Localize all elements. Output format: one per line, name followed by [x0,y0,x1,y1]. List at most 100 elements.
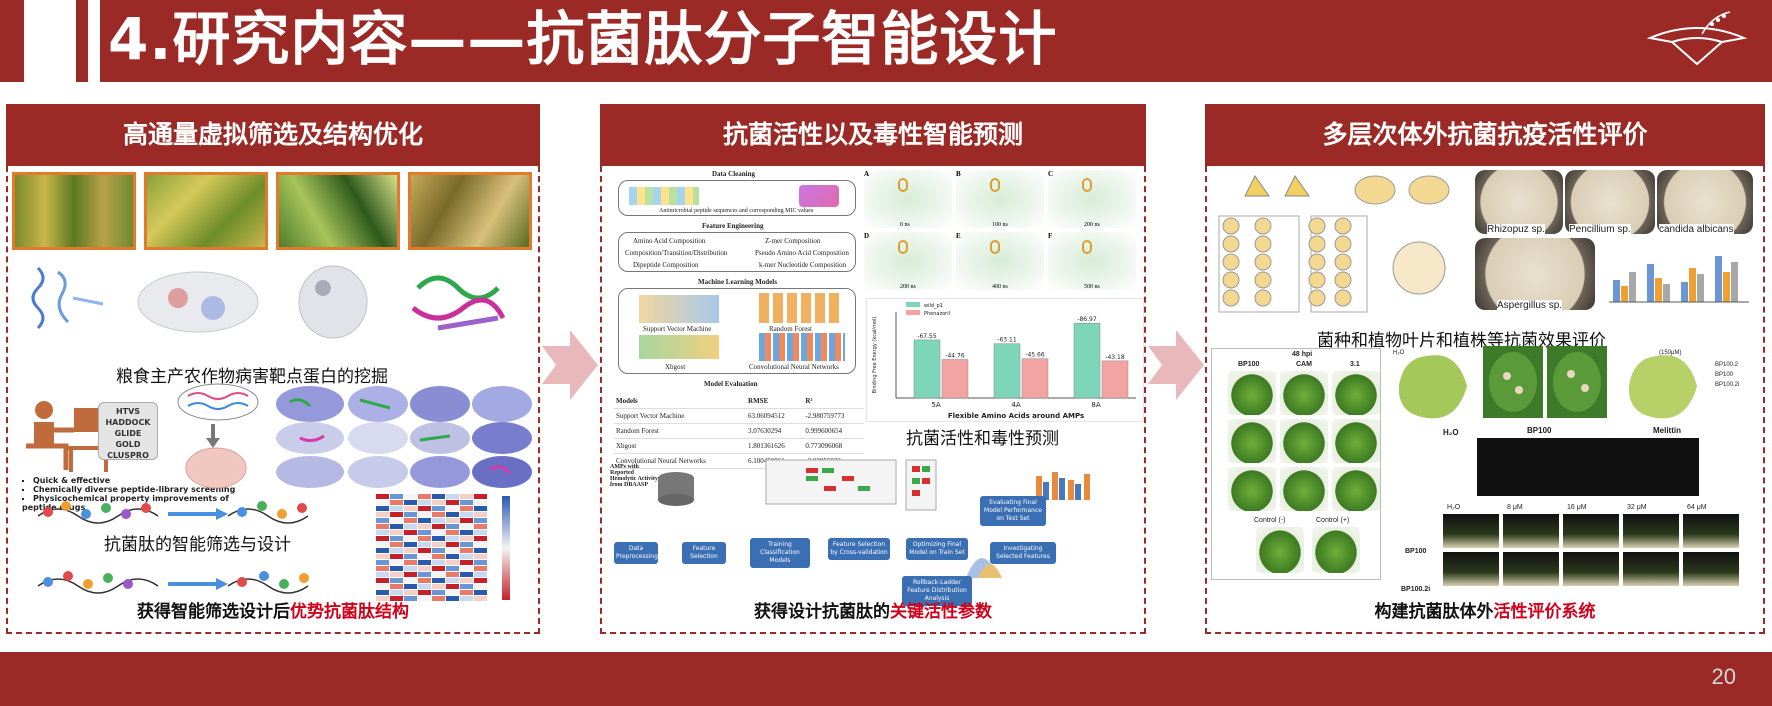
heatmap-cell [460,506,473,511]
column-header: CAM [1296,361,1312,368]
heatmap-cell [390,512,403,517]
time-label: 500 ns [1084,284,1100,290]
heatmap-cell [404,548,417,553]
heatmap-cell [460,578,473,583]
bar [941,359,969,399]
heatmap-cell [404,506,417,511]
heatmap-cell [376,524,389,529]
heatmap-cell [460,560,473,565]
dose-label: 16 μM [1567,504,1587,511]
heatmap-cell [474,566,487,571]
heatmap-cell [474,572,487,577]
pipeline-step: Data Preprocessing [614,542,658,564]
heatmap-cell [418,590,431,595]
heatmap-cell [376,560,389,565]
well [1308,217,1326,235]
bar [1655,278,1662,302]
heatmap-cell [474,560,487,565]
heatmap-cell [460,542,473,547]
well [1334,289,1352,307]
well [1254,271,1272,289]
bar [993,343,1021,399]
heatmap-cell [404,596,417,601]
heatmap-cell [404,554,417,559]
page-number: 20 [1711,664,1736,689]
well [1334,217,1352,235]
heatmap-cell [460,500,473,505]
heatmap-cell [474,536,487,541]
heatmap-cell [404,542,417,547]
time-label: 200 ns [900,284,916,290]
row-label: BP100.2i [1401,586,1431,593]
heatmap-cell [390,530,403,535]
column-header: H₂O [1443,428,1459,437]
crop-disease-photo [408,172,532,250]
bar [1731,262,1738,302]
heatmap-cell [446,536,459,541]
pipeline-step: Rollback-Ladder Feature Distribution Ana… [902,576,972,606]
bar [1681,282,1688,302]
bar [1621,286,1628,302]
panel-label: A [864,170,870,178]
heatmap-cell [376,518,389,523]
data-label: -86.97 [1077,316,1097,323]
tick-label: 5A [931,401,940,409]
seedling-photo [1443,552,1499,586]
leaf-photo [1228,419,1276,463]
panel-body: 粮食主产农作物病害靶点蛋白的挖掘 HTVS HADDOCK GLIDE GOLD… [6,166,540,634]
panel-conclusion: 获得设计抗菌肽的关键活性参数 [754,602,992,622]
panel-in-vitro-evaluation: 多层次体外抗菌抗疫活性评价 Rhizopuz sp. Pencillium sp… [1205,104,1765,634]
heatmap-cell [376,548,389,553]
tick-label: 8A [1091,401,1100,409]
feature-engineering-box: Amino Acid Composition Composition/Trans… [618,232,856,272]
grid-title: 48 hpi [1292,351,1313,358]
well [1254,289,1272,307]
heatmap-cell [460,530,473,535]
data-cleaning-box: Antimicrobial peptide sequences and corr… [618,180,856,216]
heatmap-cell [418,524,431,529]
heatmap-cell [390,566,403,571]
crop-disease-photo [12,172,136,250]
data-label: -63.11 [997,337,1017,344]
heatmap-cell [432,548,445,553]
heatmap-cell [418,536,431,541]
heatmap-cell [460,512,473,517]
seedling-plate [1477,438,1699,496]
heatmap-cell [376,566,389,571]
heatmap-cell [432,572,445,577]
target-protein-structures [31,265,506,339]
heatmap-cell [390,494,403,499]
seedling-photo [1683,552,1739,586]
heatmap-cell [390,536,403,541]
seedling-photo [1443,514,1499,548]
panel-activity-prediction: 抗菌活性以及毒性智能预测 Data Cleaning Antimicrobial… [600,104,1146,634]
heatmap-cell [390,578,403,583]
heatmap-cell [432,512,445,517]
heatmap-cell [390,506,403,511]
seedling-photo [1563,552,1619,586]
bar [1663,284,1670,302]
peptide-library-diagram [177,383,259,489]
panel-conclusion: 获得智能筛选设计后优势抗菌肽结构 [137,602,409,622]
heatmap-cell [446,542,459,547]
seedling-photo [1503,514,1559,548]
heatmap-cell [474,506,487,511]
heatmap-cell [446,566,459,571]
panel-label: C [1048,170,1054,178]
docking-complexes-grid [276,386,532,488]
panel-header: 多层次体外抗菌抗疫活性评价 [1205,104,1765,166]
y-axis-label: Binding Free Energy (kcal/mol) [872,317,878,394]
panel-virtual-screening: 高通量虚拟筛选及结构优化 粮食主产农作物病害靶点蛋白的挖掘 [6,104,540,634]
heatmap-cell [418,542,431,547]
seedling-photo [1623,552,1679,586]
university-logo-icon [1646,11,1748,66]
legend-label: Phenazoril [924,311,950,317]
heatmap-cell [418,560,431,565]
heatmap-cell [460,590,473,595]
heatmap-cell [376,506,389,511]
well [1308,235,1326,253]
